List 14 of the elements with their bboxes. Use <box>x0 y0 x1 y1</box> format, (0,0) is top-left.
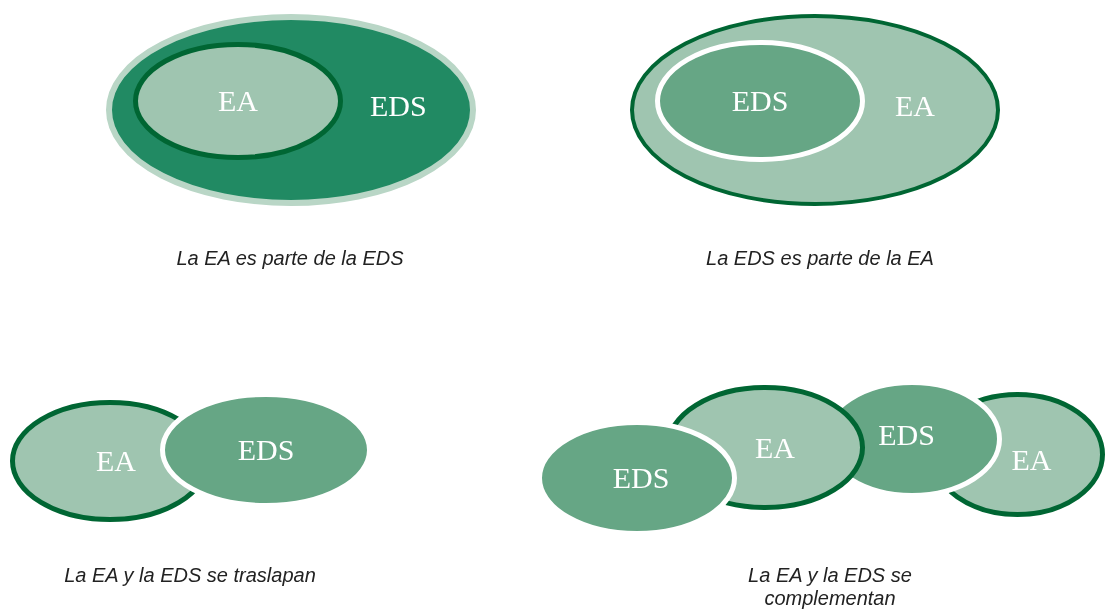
ellipse-label: EA <box>755 430 795 465</box>
ellipse-label: EDS <box>878 418 935 453</box>
ellipse-label: EA <box>1011 442 1052 477</box>
caption: La EDS es parte de la EA <box>705 247 935 270</box>
ellipse-label: EA <box>218 84 258 118</box>
caption: La EA y la EDS se traslapan <box>63 564 317 587</box>
ellipse-label: EDS <box>731 84 789 118</box>
ellipse-label: EA <box>96 444 136 478</box>
ellipse-label: EDS <box>612 461 670 495</box>
ellipse-label: EDS <box>237 433 295 467</box>
ellipse-label: EDS <box>369 89 427 124</box>
caption: La EA es parte de la EDS <box>175 247 405 270</box>
ellipse-label: EA <box>894 89 935 124</box>
caption: La EA y la EDS se complementan <box>747 564 913 610</box>
